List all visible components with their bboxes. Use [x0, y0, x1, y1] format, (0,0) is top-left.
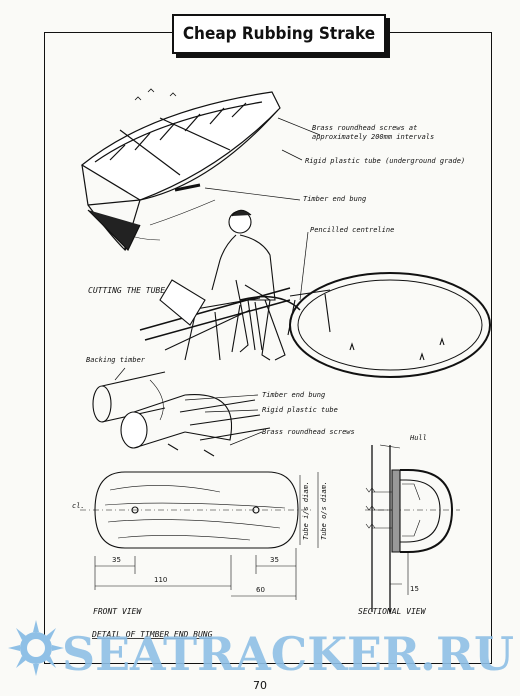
dim-35-right: 35	[270, 556, 279, 564]
caption-detail: DETAIL OF TIMBER END BUNG	[91, 630, 213, 639]
label-tube: Rigid plastic tube (underground grade)	[305, 157, 465, 165]
label-screws-line2: approximately 200mm intervals	[312, 133, 434, 141]
dim-60: 60	[256, 586, 265, 594]
caption-sectional-view: SECTIONAL VIEW	[358, 607, 427, 616]
sunburst-logo	[8, 620, 64, 676]
label-centreline: Pencilled centreline	[310, 226, 394, 234]
label-tube-os: Tube o/s diam.	[320, 481, 328, 540]
watermark-text: SEATRACKER.RU	[62, 627, 514, 681]
label-screws-2: Brass roundhead screws	[262, 428, 355, 436]
label-backing-timber: Backing timber	[86, 356, 146, 364]
page-number: 70	[253, 679, 267, 692]
exploded-view	[92, 371, 271, 457]
front-view	[80, 471, 319, 600]
cutting-scene	[139, 209, 491, 378]
boat-drawing	[80, 91, 281, 252]
dim-110: 110	[154, 576, 167, 584]
label-tube-2: Rigid plastic tube	[262, 406, 338, 414]
dim-15: 15	[410, 585, 419, 593]
gulls-icon	[134, 88, 177, 101]
label-cl: cl.	[72, 502, 85, 510]
caption-front-view: FRONT VIEW	[93, 607, 142, 616]
label-bung-2: Timber end bung	[262, 391, 325, 399]
dim-35-left: 35	[112, 556, 121, 564]
caption-cutting: CUTTING THE TUBE	[88, 286, 165, 295]
page-title: Cheap Rubbing Strake	[172, 14, 386, 54]
sectional-view	[365, 444, 460, 612]
label-bung: Timber end bung	[303, 195, 366, 203]
label-tube-is: Tube i/s diam.	[302, 481, 310, 540]
label-screws-line1: Brass roundhead screws at	[312, 124, 417, 132]
label-hull: Hull	[409, 434, 427, 442]
